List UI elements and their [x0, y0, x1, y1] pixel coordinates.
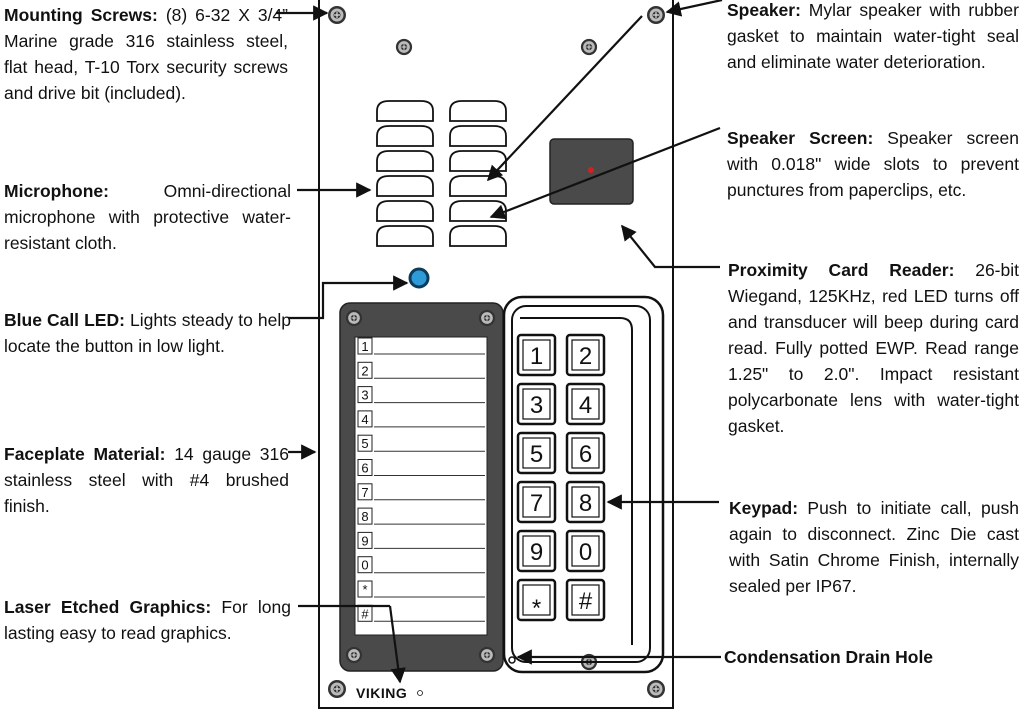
keypad-key-label: 0 [579, 539, 592, 566]
keypad-key-label: 1 [530, 343, 543, 370]
grille-slot [449, 225, 507, 247]
callout-title: Speaker: [727, 0, 801, 20]
directory-label: 0 [361, 558, 368, 573]
callout-blue-call-led: Blue Call LED: Lights steady to help loc… [4, 307, 291, 359]
condensation-drain-hole [508, 656, 516, 664]
keypad-key-label: 6 [579, 441, 592, 468]
registered-mark [417, 690, 423, 696]
keypad-key[interactable]: 1 [516, 333, 557, 377]
callout-proximity-card-reader: Proximity Card Reader: 26-bit Wiegand, 1… [728, 257, 1019, 439]
directory-box [357, 459, 373, 476]
callout-body: Speaker screen with 0.018" wide slots to… [727, 128, 1019, 200]
keypad-key[interactable]: # [565, 578, 606, 622]
callout-speaker-screen: Speaker Screen: Speaker screen with 0.01… [727, 125, 1019, 203]
grille-slot [376, 175, 434, 197]
directory-rows: 1 2 3 4 5 6 7 8 9 0 * # [357, 337, 485, 622]
callout-title: Faceplate Material: [4, 444, 166, 464]
callout-faceplate-material: Faceplate Material: 14 gauge 316 stainle… [4, 441, 289, 519]
keypad-key-label: 9 [530, 539, 543, 566]
keypad-key[interactable]: 7 [516, 480, 557, 524]
grille-slot [376, 100, 434, 122]
callout-title: Condensation Drain Hole [724, 647, 934, 667]
keypad-key-label: 7 [530, 490, 543, 517]
blue-call-led [408, 267, 430, 289]
directory-label: 5 [361, 436, 368, 451]
keypad-key-label: 3 [530, 392, 543, 419]
keypad-key-label: 5 [530, 441, 543, 468]
callout-body: Lights steady to help locate the button … [4, 310, 292, 356]
directory-label: 6 [361, 461, 368, 476]
keypad-key[interactable]: 4 [565, 382, 606, 426]
directory-label: 4 [361, 412, 368, 427]
grille-slot [449, 150, 507, 172]
keypad: 1 2 3 4 5 6 7 8 9 0 * # [516, 333, 606, 622]
callout-title: Speaker Screen: [727, 128, 874, 148]
keypad-key-label: 8 [579, 490, 592, 517]
keypad-key[interactable]: 8 [565, 480, 606, 524]
directory-box [357, 410, 373, 428]
grille-slot [376, 200, 434, 222]
callout-title: Laser Etched Graphics: [4, 597, 212, 617]
callout-body: Mylar speaker with rubber gasket to main… [727, 0, 1019, 72]
directory-box [357, 386, 373, 404]
keypad-key[interactable]: 2 [565, 333, 606, 377]
callout-body: 26-bit Wiegand, 125KHz, red LED turns of… [728, 260, 1019, 436]
directory-label: 1 [361, 339, 368, 354]
directory-box [357, 580, 373, 598]
keypad-key[interactable]: 3 [516, 382, 557, 426]
callout-title: Microphone: [4, 181, 109, 201]
directory-label: 3 [361, 388, 368, 403]
grille-slot [376, 225, 434, 247]
directory-label: * [362, 582, 367, 597]
directory-box [357, 556, 373, 574]
directory-label: # [361, 606, 369, 621]
callout-body: Omni-directional microphone with protect… [4, 181, 291, 253]
callout-body: 14 gauge 316 stainless steel with #4 bru… [4, 444, 289, 516]
callout-condensation-drain-hole: Condensation Drain Hole [724, 644, 1014, 670]
keypad-key[interactable]: * [516, 578, 557, 622]
keypad-key[interactable]: 0 [565, 529, 606, 573]
leader-lines [276, 0, 723, 684]
keypad-key[interactable]: 6 [565, 431, 606, 475]
keypad-key-label: * [532, 595, 541, 622]
viking-logo: VIKING [356, 685, 407, 701]
callout-title: Blue Call LED: [4, 310, 125, 330]
callout-title: Proximity Card Reader: [728, 260, 955, 280]
callout-laser-etched-graphics: Laser Etched Graphics: For long lasting … [4, 594, 291, 646]
grille-slot [449, 125, 507, 147]
grille-slot [376, 150, 434, 172]
directory-label: 9 [361, 533, 368, 548]
directory-box [357, 531, 373, 549]
grille-slot [449, 175, 507, 197]
callout-title: Keypad: [729, 498, 799, 518]
directory-label: 8 [361, 509, 368, 524]
directory-label: 2 [361, 363, 368, 378]
keypad-key-label: 2 [579, 343, 592, 370]
callout-mounting-screws: Mounting Screws: (8) 6-32 X 3/4” Marine … [4, 2, 288, 106]
directory-box [357, 483, 373, 501]
card-reader-led [588, 167, 594, 173]
directory-card [354, 336, 488, 636]
grille-slot [449, 200, 507, 222]
grille-slot [449, 100, 507, 122]
grille-slot [376, 125, 434, 147]
callout-body: For long lasting easy to read graphics. [4, 597, 291, 643]
directory-box [357, 337, 373, 355]
directory-label: 7 [361, 485, 368, 500]
callout-title: Mounting Screws: [4, 5, 158, 25]
keypad-key[interactable]: 5 [516, 431, 557, 475]
keypad-outline [502, 295, 665, 674]
directory-box [357, 434, 373, 452]
callout-microphone: Microphone: Omni-directional microphone … [4, 178, 291, 256]
keypad-key-label: 4 [579, 392, 592, 419]
keypad-key[interactable]: 9 [516, 529, 557, 573]
callout-speaker: Speaker: Mylar speaker with rubber gaske… [727, 0, 1019, 75]
directory-box [357, 361, 373, 379]
callout-body: Push to initiate call, push again to dis… [729, 498, 1019, 596]
callout-keypad: Keypad: Push to initiate call, push agai… [729, 495, 1019, 599]
directory-box [357, 507, 373, 525]
keypad-key-label: # [579, 588, 593, 615]
callout-body: (8) 6-32 X 3/4” Marine grade 316 stainle… [4, 5, 288, 103]
